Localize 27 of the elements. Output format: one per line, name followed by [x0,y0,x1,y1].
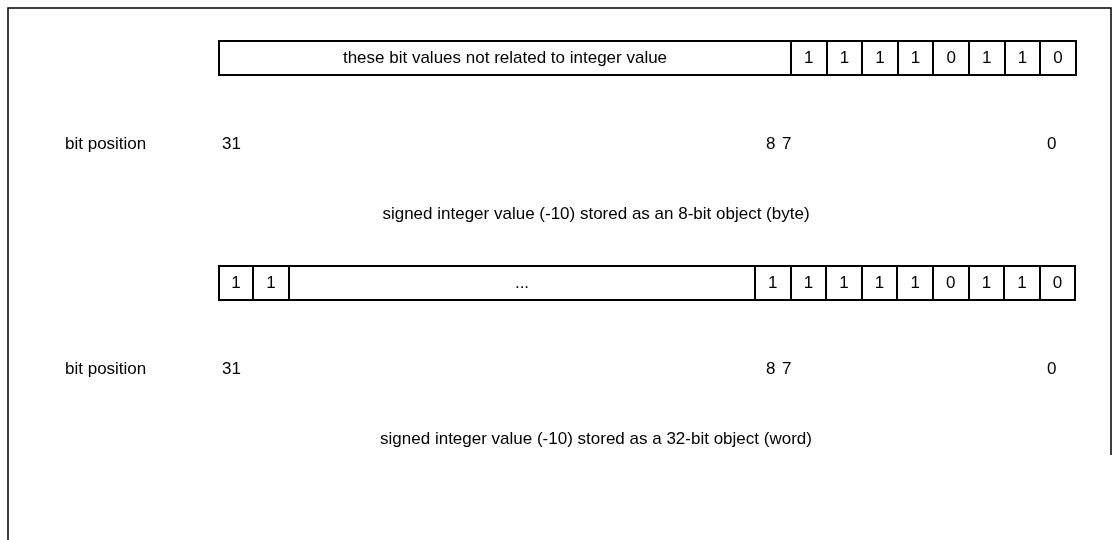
bit-number: 0 [1047,134,1057,154]
bit-number: 0 [1047,359,1057,379]
bit-cell: 1 [896,265,934,301]
caption-text: signed integer value (-10) stored as a 32-bit object (word) [380,429,812,449]
bit-number: 8 [766,359,776,379]
row-label: bit position [65,134,147,154]
bit-number: 8 [766,134,776,154]
row-label: bit position [65,359,147,379]
bit-cell: 1 [252,265,290,301]
bit-cell: 1 [825,265,863,301]
bit-cell: 1 [861,40,899,76]
wide-bit-field: these bit values not related to integer value [218,40,792,76]
bit-number: 7 [782,359,792,379]
caption-text: signed integer value (-10) stored as an 8-bit object (byte) [382,204,810,224]
bit-cell: 1 [218,265,254,301]
bit-cell: 0 [1039,40,1077,76]
bit-cell: 1 [754,265,792,301]
bit-number: 31 [222,134,241,154]
bit-number: 7 [782,134,792,154]
bit-cell: 1 [968,40,1006,76]
bit-number: 31 [222,359,241,379]
bit-cell: 1 [790,40,828,76]
bit-cell: 0 [1038,265,1077,301]
bit-cell: 0 [932,40,970,76]
bit-cell: 0 [932,265,970,301]
ellipsis-bit-field: ... [288,265,756,301]
bit-cell: 1 [1003,265,1041,301]
